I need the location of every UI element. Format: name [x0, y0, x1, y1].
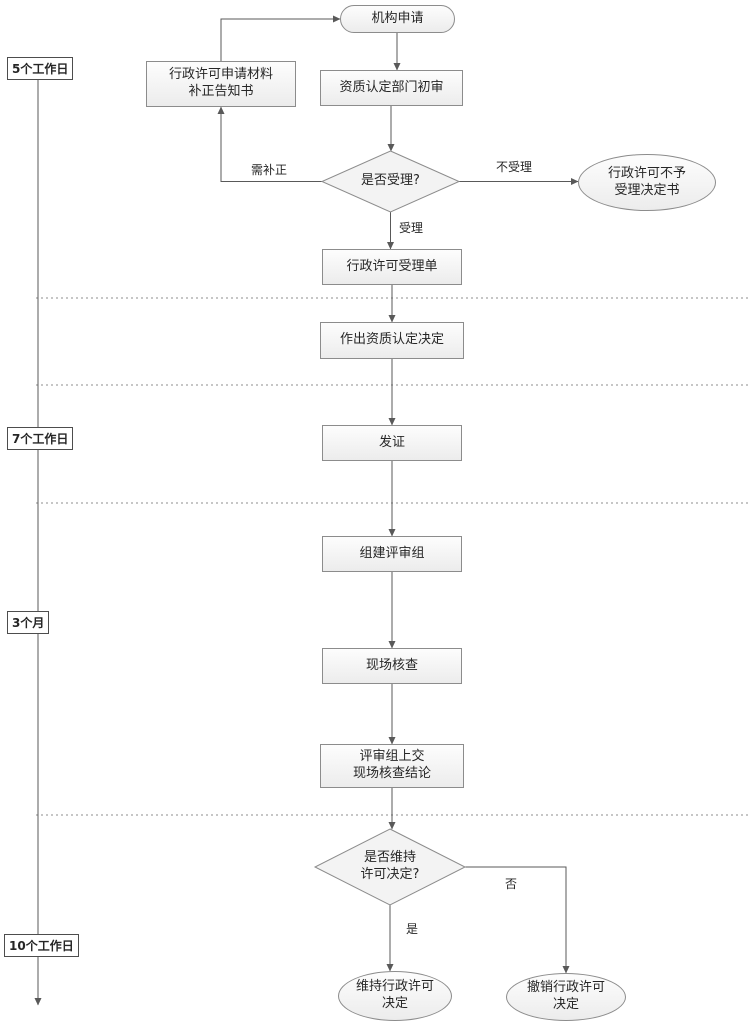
issue-certificate-node: 发证 — [322, 425, 462, 461]
inspection-conclusion-label-line2: 现场核查结论 — [352, 766, 431, 781]
start-node-label: 机构申请 — [371, 10, 424, 26]
accept-decision-diamond: 是否受理? — [322, 151, 459, 212]
maintain-license-label-line2: 决定 — [381, 996, 408, 1011]
edge-correction-to-start — [220, 15, 341, 61]
start-node: 机构申请 — [340, 5, 455, 33]
inspection-conclusion-node: 评审组上交 现场核查结论 — [320, 744, 464, 788]
revoke-license-label-line2: 决定 — [552, 997, 579, 1012]
maintain-decision-label-line1: 是否维持 — [363, 850, 416, 866]
maintain-license-label-line1: 维持行政许可 — [355, 979, 434, 995]
reject-notice-label-line2: 受理决定书 — [614, 182, 680, 198]
acceptance-form-label: 行政许可受理单 — [346, 258, 438, 274]
onsite-inspection-node: 现场核查 — [322, 648, 462, 684]
correction-notice-label-line2: 补正告知书 — [188, 84, 254, 99]
edge-no-revoke — [465, 866, 570, 974]
acceptance-form-node: 行政许可受理单 — [322, 249, 462, 285]
timeline-label-5-working-days: 5个工作日 — [7, 57, 74, 80]
inspection-conclusion-label-line1: 评审组上交 — [359, 749, 425, 765]
edge-need-correction — [217, 106, 322, 182]
maintain-decision-diamond-shape — [313, 828, 467, 906]
maintain-decision-diamond: 是否维持 许可决定? — [315, 829, 465, 905]
review-team-label: 组建评审组 — [359, 545, 425, 561]
qualification-decision-node: 作出资质认定决定 — [320, 322, 464, 359]
edge-label-accepted: 受理 — [398, 221, 425, 236]
timeline-label-7-working-days: 7个工作日 — [7, 427, 74, 450]
initial-review-node: 资质认定部门初审 — [320, 70, 463, 106]
issue-certificate-label: 发证 — [378, 434, 405, 450]
timeline-label-3-months: 3个月 — [7, 611, 50, 634]
maintain-license-node: 维持行政许可 决定 — [338, 971, 452, 1021]
maintain-decision-label-line2: 许可决定? — [360, 867, 420, 882]
revoke-license-label-line1: 撤销行政许可 — [526, 980, 605, 996]
accept-decision-label: 是否受理? — [361, 173, 420, 189]
qualification-decision-label: 作出资质认定决定 — [339, 332, 444, 348]
accept-decision-diamond-shape — [320, 150, 461, 213]
correction-notice-node: 行政许可申请材料 补正告知书 — [146, 61, 296, 107]
edge-label-need-correction: 需补正 — [250, 163, 289, 178]
review-team-node: 组建评审组 — [322, 536, 462, 572]
onsite-inspection-label: 现场核查 — [365, 657, 418, 673]
correction-notice-label-line1: 行政许可申请材料 — [168, 67, 273, 83]
edge-label-yes: 是 — [405, 922, 420, 937]
revoke-license-node: 撤销行政许可 决定 — [506, 973, 626, 1021]
edge-label-not-accepted: 不受理 — [495, 160, 534, 175]
reject-notice-label-line1: 行政许可不予 — [607, 165, 686, 181]
timeline-label-10-working-days: 10个工作日 — [4, 934, 79, 957]
initial-review-label: 资质认定部门初审 — [339, 79, 444, 95]
edge-label-no: 否 — [504, 877, 519, 892]
reject-notice-node: 行政许可不予 受理决定书 — [578, 154, 716, 211]
